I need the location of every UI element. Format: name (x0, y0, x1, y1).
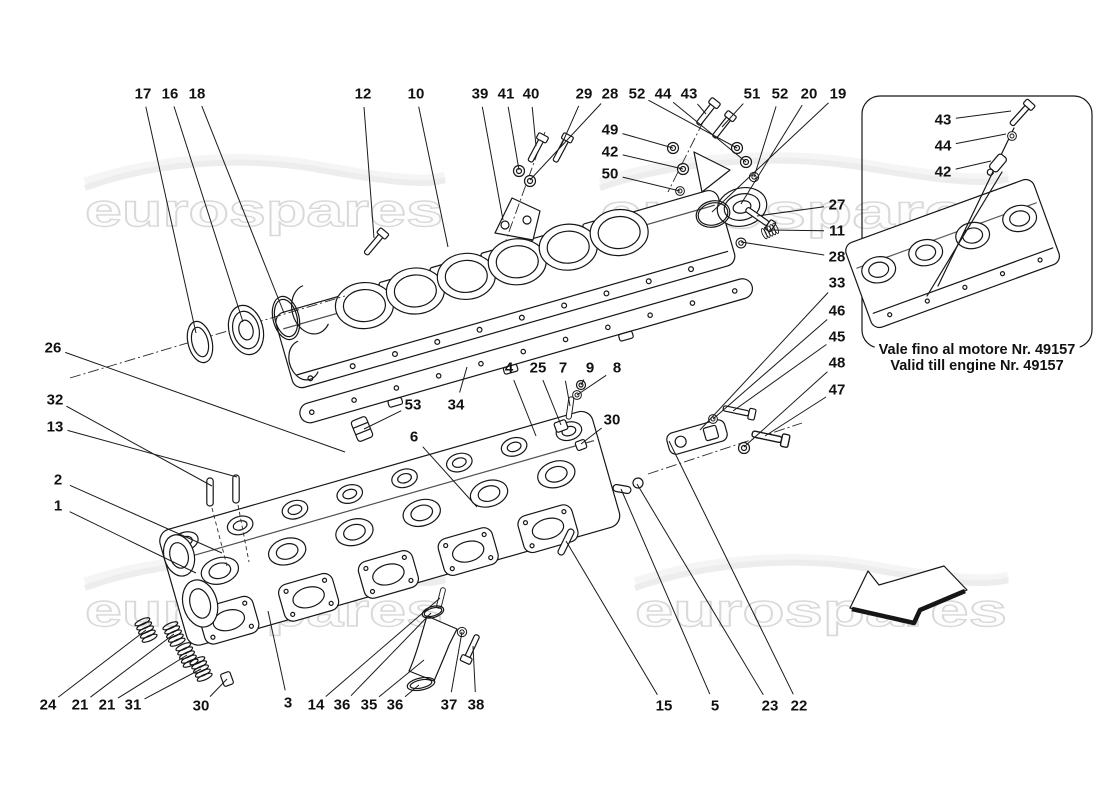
o-ring-19 (695, 200, 731, 228)
bolt-38 (459, 632, 484, 666)
svg-text:eurospares: eurospares (635, 584, 1007, 636)
callout-label-47: 47 (828, 381, 846, 399)
callout-label-46: 46 (828, 302, 846, 320)
callout-label-50: 50 (601, 165, 619, 183)
leader-lines (57, 99, 1012, 700)
callout-label-36: 36 (333, 696, 351, 714)
callout-label-45: 45 (828, 328, 846, 346)
callout-label-49: 49 (601, 121, 619, 139)
callout-label-14: 14 (307, 696, 325, 714)
callout-label-7: 7 (558, 359, 568, 377)
callout-label-3: 3 (283, 694, 293, 712)
callout-label-26: 26 (44, 339, 62, 357)
callout-label-28: 28 (828, 248, 846, 266)
callout-label-23: 23 (761, 697, 779, 715)
inset-note-english: Valid till engine Nr. 49157 (886, 358, 1068, 374)
stud-13 (232, 474, 240, 504)
callout-label-48: 48 (828, 354, 846, 372)
callout-label-6: 6 (409, 428, 419, 446)
callout-label-29: 29 (575, 85, 593, 103)
inset-box (845, 95, 1093, 349)
callout-label-9: 9 (585, 359, 595, 377)
callout-label-20: 20 (800, 85, 818, 103)
bolt-43 (693, 96, 722, 129)
callout-label-28: 28 (601, 85, 619, 103)
callout-label-2: 2 (53, 471, 63, 489)
callout-label-25: 25 (529, 359, 547, 377)
callout-label-52: 52 (628, 85, 646, 103)
o-ring-36 (421, 605, 445, 619)
cylinder-head-drawing (159, 410, 621, 646)
callout-label-39: 39 (471, 85, 489, 103)
cam-cover-drawing (275, 189, 754, 424)
cam-clamp (291, 285, 329, 335)
bolt-47 (750, 426, 791, 449)
callout-label-42: 42 (934, 163, 952, 181)
cap-16 (227, 304, 265, 356)
callout-label-44: 44 (934, 137, 952, 155)
callout-label-21: 21 (71, 696, 89, 714)
plug-53 (350, 416, 374, 442)
callout-label-32: 32 (46, 391, 64, 409)
callout-label-4: 4 (504, 359, 514, 377)
callout-label-36: 36 (386, 696, 404, 714)
callout-label-24: 24 (39, 696, 57, 714)
callout-label-10: 10 (407, 85, 425, 103)
washer-28 (523, 174, 537, 188)
watermark-bottom-right: eurospares (633, 554, 1010, 637)
callout-label-1: 1 (53, 497, 63, 515)
callout-label-40: 40 (522, 85, 540, 103)
callout-label-42: 42 (601, 143, 619, 161)
wedge-bracket (693, 151, 731, 193)
callout-label-51: 51 (743, 85, 761, 103)
callout-label-21: 21 (98, 696, 116, 714)
callout-label-5: 5 (710, 697, 720, 715)
callout-label-30: 30 (603, 411, 621, 429)
callout-label-43: 43 (934, 111, 952, 129)
callout-label-41: 41 (497, 85, 515, 103)
inset-clamp-42 (986, 153, 1007, 176)
cover-gasket-drawing (299, 278, 754, 424)
link-bracket-33 (666, 419, 728, 455)
callout-label-15: 15 (655, 697, 673, 715)
callout-label-33: 33 (828, 274, 846, 292)
callout-label-22: 22 (790, 697, 808, 715)
cap-23 (632, 477, 644, 489)
callout-label-8: 8 (612, 359, 622, 377)
callout-label-19: 19 (829, 85, 847, 103)
callout-label-34: 34 (447, 396, 465, 414)
o-ring-18 (271, 295, 301, 341)
callout-label-35: 35 (360, 696, 378, 714)
callout-label-30: 30 (192, 697, 210, 715)
inset-washer-44 (1007, 131, 1017, 141)
callout-label-52: 52 (771, 85, 789, 103)
bolt-45 (721, 402, 757, 421)
elbow-pipe-35 (406, 615, 458, 692)
callout-label-38: 38 (467, 696, 485, 714)
direction-arrow-left (849, 565, 968, 626)
callout-label-43: 43 (680, 85, 698, 103)
stud-32 (206, 477, 214, 507)
inset-bolt-43 (1006, 98, 1037, 129)
callout-label-18: 18 (188, 85, 206, 103)
inset-note-italian: Vale fino al motore Nr. 49157 (874, 342, 1080, 358)
callout-label-44: 44 (654, 85, 672, 103)
bolt-40 (524, 131, 550, 165)
callout-label-17: 17 (134, 85, 152, 103)
cam-clamp (288, 340, 319, 381)
svg-text:eurospares: eurospares (85, 184, 443, 236)
callout-label-12: 12 (354, 85, 372, 103)
callout-label-37: 37 (440, 696, 458, 714)
callout-label-13: 13 (46, 418, 64, 436)
callout-label-11: 11 (829, 222, 845, 240)
callout-label-16: 16 (161, 85, 179, 103)
callout-label-31: 31 (124, 696, 142, 714)
callout-label-27: 27 (828, 196, 846, 214)
bracket-39 (494, 197, 541, 241)
watermark-top-left: eurospares (83, 154, 447, 237)
seal-ring-17 (186, 320, 214, 364)
callout-label-53: 53 (404, 396, 422, 414)
